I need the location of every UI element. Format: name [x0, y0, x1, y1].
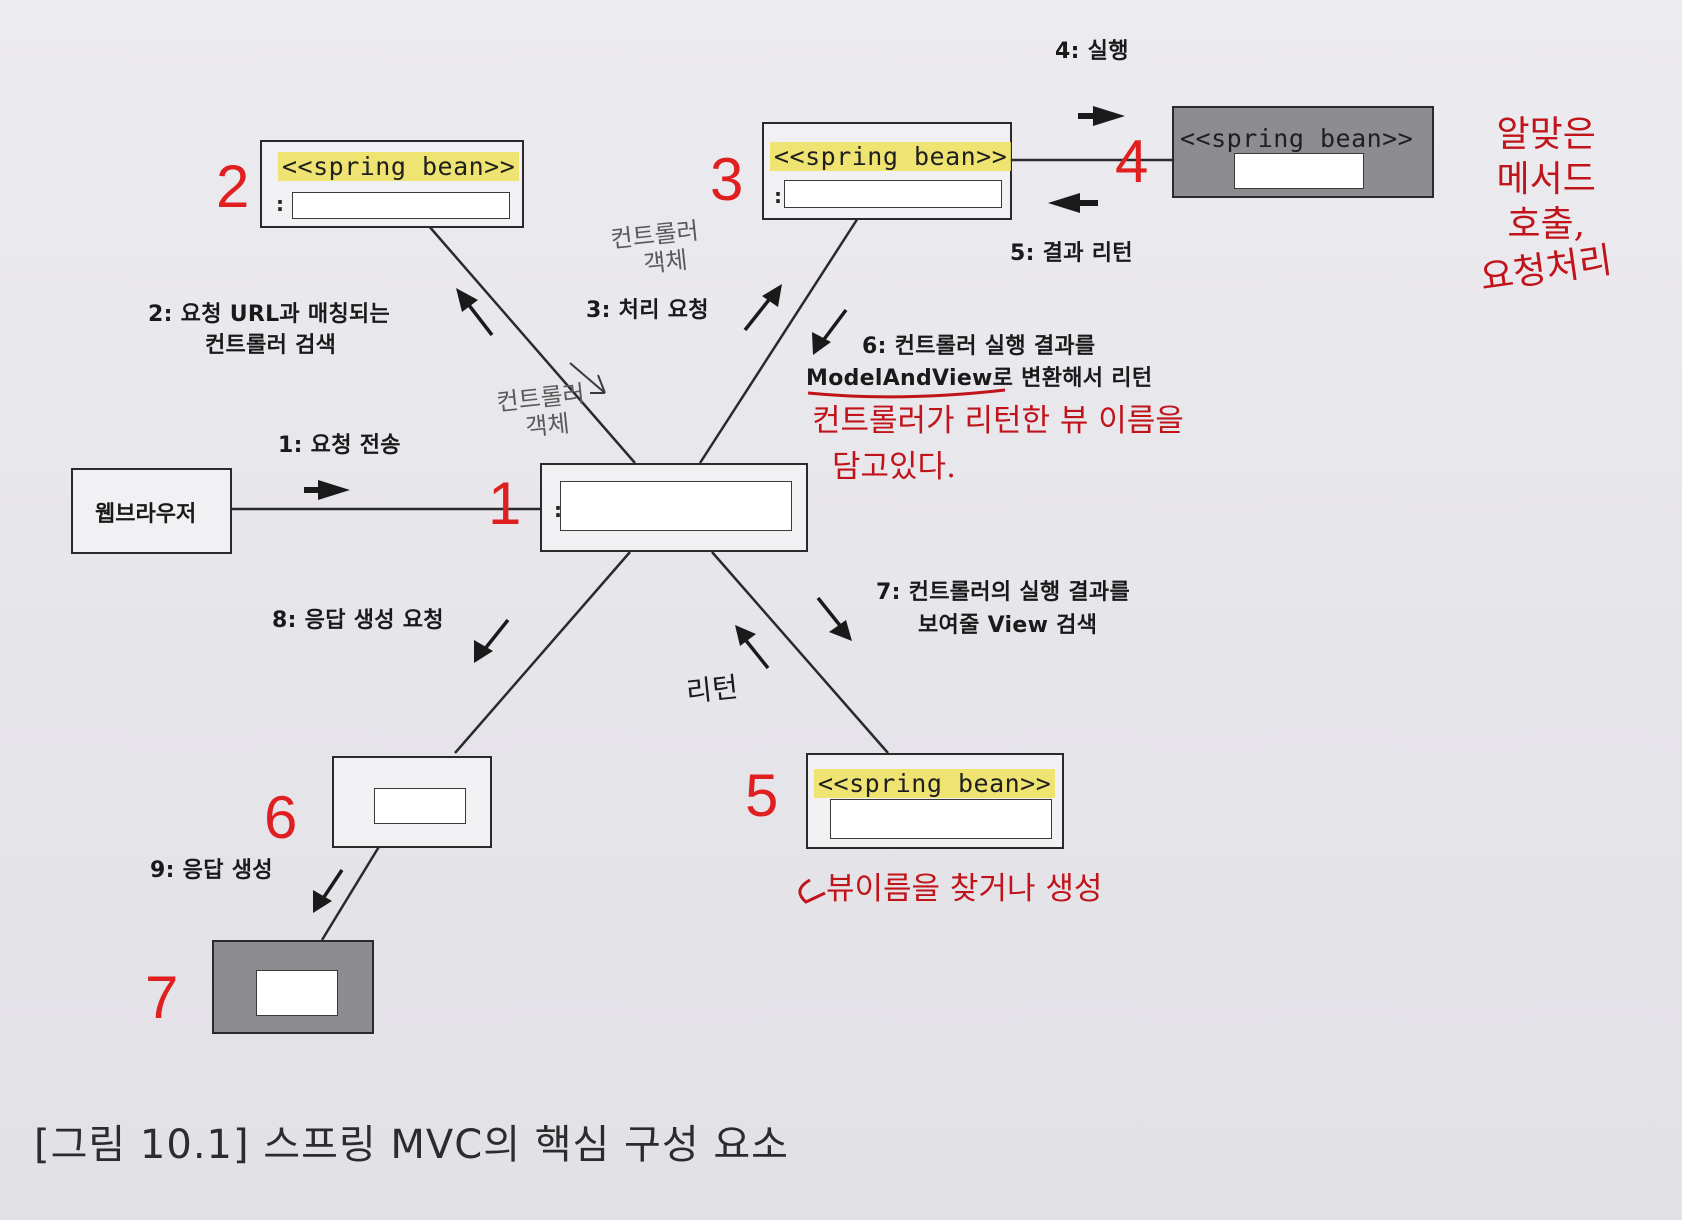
step-3-label: 3: 처리 요청 [586, 298, 709, 323]
web-browser-box: 웹브라우저 [71, 468, 232, 554]
step-2-label-line2: 컨트롤러 검색 [205, 333, 337, 358]
arrow-step4 [1093, 106, 1125, 126]
jsp-box [212, 940, 374, 1034]
connector-dispatcher-viewresolver [711, 551, 889, 754]
component-number-2: 2 [216, 153, 250, 220]
step-7-label-line1: 7: 컨트롤러의 실행 결과를 [876, 580, 1130, 605]
jsp-name-field [256, 970, 338, 1016]
view-resolver-box: <<spring bean>> [806, 753, 1064, 849]
arrow-step1 [318, 480, 350, 500]
note-method-call: 알맞은 메서드 호출, 요청처리 [1478, 112, 1615, 299]
arrow-step8 [482, 618, 510, 652]
handler-adapter-stereotype: <<spring bean>> [770, 142, 1012, 171]
dispatcher-servlet-box: : [540, 463, 808, 552]
arrow-step6 [820, 308, 848, 344]
note-method-call-line3: 호출, [1507, 204, 1586, 245]
hand-arrow-pencil [569, 362, 606, 394]
underline-modelandview [807, 388, 1006, 399]
arrow-step9 [320, 869, 344, 901]
figure-caption: [그림 10.1] 스프링 MVC의 핵심 구성 요소 [34, 1122, 789, 1168]
component-number-4: 4 [1115, 128, 1149, 195]
connector-dispatcher-view [454, 551, 631, 754]
step-6-label-line1: 6: 컨트롤러 실행 결과를 [862, 334, 1096, 359]
step-7-label-line2: 보여줄 View 검색 [918, 613, 1098, 638]
web-browser-label: 웹브라우저 [95, 502, 197, 527]
note-find-view: 뷰이름을 찾거나 생성 [826, 871, 1103, 907]
controller-box: <<spring bean>> [1172, 106, 1434, 198]
handler-mapping-colon: : [276, 192, 284, 216]
view-resolver-stereotype: <<spring bean>> [814, 769, 1056, 798]
note-method-call-line2: 메서드 [1496, 159, 1596, 200]
note-view-name-line1: 컨트롤러가 리턴한 뷰 이름을 [812, 403, 1184, 439]
dispatcher-name-field [560, 481, 792, 531]
connector-dispatcher-mapping [427, 224, 636, 464]
handler-adapter-box: <<spring bean>> : [762, 122, 1012, 220]
pencil-note-controller-object-b: 컨트롤러 객체 [495, 380, 589, 445]
step-5-label: 5: 결과 리턴 [1010, 241, 1133, 266]
note-method-call-line1: 알맞은 [1496, 114, 1596, 155]
note-view-name-line2: 담고있다. [832, 449, 956, 485]
handler-mapping-box: <<spring bean>> : [260, 140, 524, 228]
component-number-5: 5 [745, 762, 779, 829]
arrow-return [742, 636, 770, 670]
step-6-label-line2: ModelAndView로 변환해서 리턴 [806, 366, 1153, 391]
dispatcher-colon: : [554, 498, 562, 522]
component-number-6: 6 [264, 784, 298, 851]
view-resolver-name-field [830, 799, 1052, 839]
step-9-label: 9: 응답 생성 [150, 858, 273, 883]
handler-mapping-stereotype: <<spring bean>> [278, 152, 520, 181]
pencil-note-controller-object-a: 컨트롤러 객체 [609, 217, 703, 282]
connector-view-jsp [320, 844, 382, 941]
handler-mapping-name-field [292, 192, 510, 219]
controller-name-field [1234, 153, 1364, 189]
step-1-label: 1: 요청 전송 [278, 433, 401, 458]
connector-dispatcher-adapter [698, 217, 860, 464]
hook-arrow-find-view [798, 878, 826, 904]
handler-adapter-colon: : [774, 184, 782, 208]
component-number-1: 1 [488, 470, 522, 537]
step-2-label-line1: 2: 요청 URL과 매칭되는 [148, 302, 391, 327]
view-box [332, 756, 492, 848]
view-name-field [374, 788, 466, 824]
handler-adapter-name-field [784, 180, 1002, 208]
step-8-label: 8: 응답 생성 요청 [272, 608, 444, 633]
return-label: 리턴 [684, 670, 740, 709]
arrow-step7 [816, 596, 844, 630]
controller-stereotype: <<spring bean>> [1180, 124, 1414, 153]
step-4-label: 4: 실행 [1055, 39, 1129, 64]
arrow-step3 [743, 294, 774, 332]
arrow-step5 [1048, 193, 1080, 213]
note-method-call-line4: 요청처리 [1477, 239, 1615, 300]
component-number-7: 7 [145, 964, 179, 1031]
component-number-3: 3 [710, 146, 744, 213]
